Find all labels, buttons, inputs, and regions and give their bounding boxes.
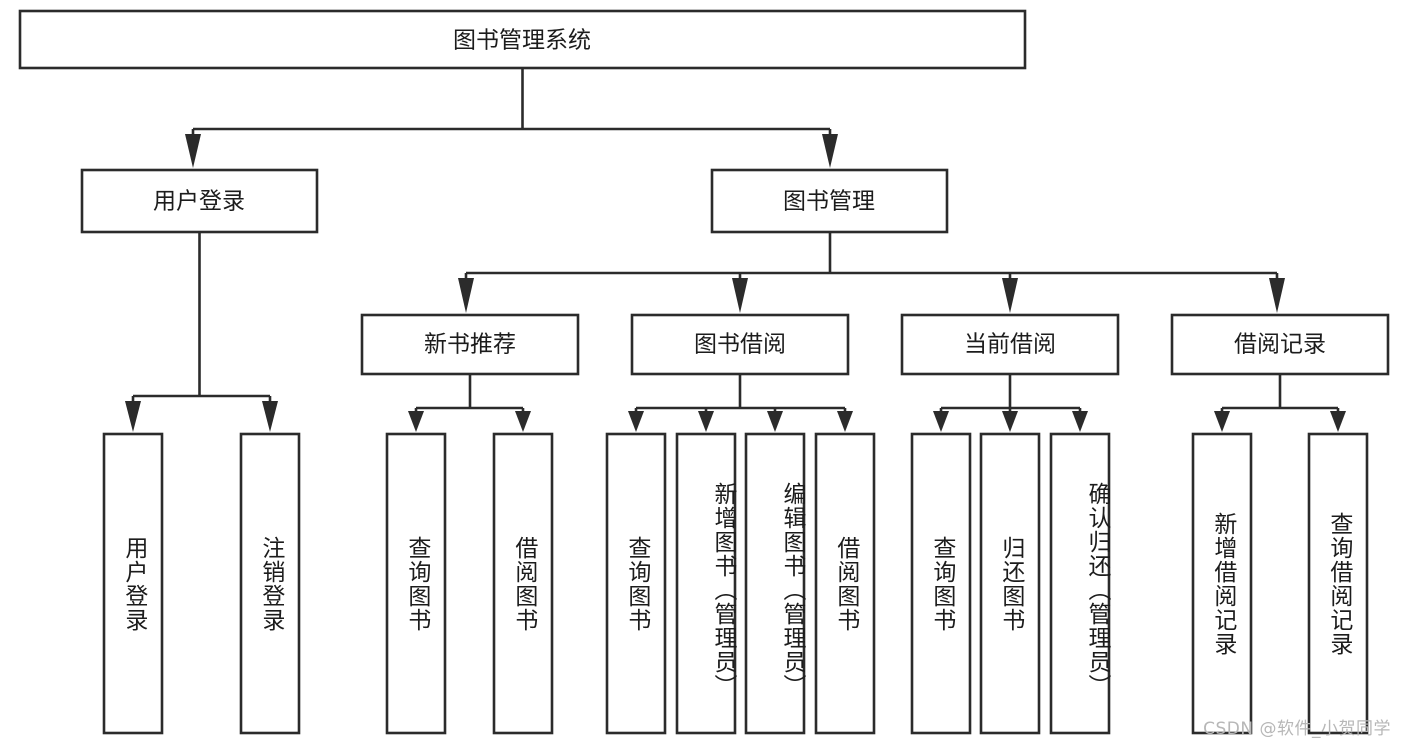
arrow-head-user-login [185, 134, 201, 168]
arrow-head-borrow-record [1269, 278, 1285, 313]
arrow-head-leaf-query-book-1 [408, 411, 424, 432]
arrow-head-leaf-confirm-return [1072, 411, 1088, 432]
leaf-box-query-record[interactable] [1307, 432, 1369, 735]
connectors-borrowrecord-to-leaves [1214, 374, 1346, 432]
leaf-box-query-book-2[interactable] [605, 432, 667, 735]
arrow-head-leaf-query-record [1330, 411, 1346, 432]
arrow-head-leaf-borrow-book-2 [837, 411, 853, 432]
leaf-box-borrow-book-2[interactable] [814, 432, 876, 735]
node-user-login[interactable]: 用户登录 [80, 168, 319, 234]
arrow-head-leaf-user-login [125, 401, 141, 432]
leaf-box-borrow-book-1[interactable] [492, 432, 554, 735]
leaf-box-logout-login[interactable] [239, 432, 301, 735]
connectors-newbook-to-leaves [408, 374, 531, 432]
leaf-box-query-book-3[interactable] [910, 432, 972, 735]
node-borrow-record[interactable]: 借阅记录 [1170, 313, 1390, 376]
node-current-borrow-label: 当前借阅 [964, 332, 1056, 358]
leaf-box-query-book-1[interactable] [385, 432, 447, 735]
arrow-head-leaf-logout-login [262, 401, 278, 432]
leaf-box-add-record[interactable] [1191, 432, 1253, 735]
node-book-management-box[interactable] [710, 168, 949, 234]
node-user-login-box[interactable] [80, 168, 319, 234]
arrow-head-book-management [822, 134, 838, 168]
node-current-borrow[interactable]: 当前借阅 [900, 313, 1120, 376]
node-borrow-record-box[interactable] [1170, 313, 1390, 376]
csdn-watermark: CSDN @软件_小贺同学 [1203, 719, 1391, 739]
node-root[interactable]: 图书管理系统 [18, 9, 1027, 70]
arrow-head-current-borrow [1002, 278, 1018, 313]
leaf-box-user-login[interactable] [102, 432, 164, 735]
leaf-boxes [102, 432, 1369, 735]
leaf-box-confirm-return[interactable] [1049, 432, 1111, 735]
node-new-book-recommend-box[interactable] [360, 313, 580, 376]
node-book-borrow[interactable]: 图书借阅 [630, 313, 850, 376]
arrow-head-leaf-borrow-book-1 [515, 411, 531, 432]
leaf-box-edit-book[interactable] [744, 432, 806, 735]
node-book-management[interactable]: 图书管理 [710, 168, 949, 234]
arrow-head-leaf-query-book-3 [933, 411, 949, 432]
node-book-borrow-box[interactable] [630, 313, 850, 376]
leaf-box-return-book[interactable] [979, 432, 1041, 735]
arrow-head-leaf-add-book [698, 411, 714, 432]
node-new-book-recommend-label: 新书推荐 [424, 332, 516, 358]
arrow-head-leaf-add-record [1214, 411, 1230, 432]
arrow-head-leaf-edit-book [767, 411, 783, 432]
connectors-bookmgmt-to-level3 [458, 232, 1285, 313]
arrow-head-new-book-recommend [458, 278, 474, 313]
arrow-head-book-borrow [732, 278, 748, 313]
node-root-box[interactable] [18, 9, 1027, 70]
arrow-head-leaf-query-book-2 [628, 411, 644, 432]
node-book-borrow-label: 图书借阅 [694, 332, 786, 358]
connectors-currentborrow-to-leaves [933, 374, 1088, 432]
node-current-borrow-box[interactable] [900, 313, 1120, 376]
leaf-box-add-book[interactable] [675, 432, 737, 735]
node-new-book-recommend[interactable]: 新书推荐 [360, 313, 580, 376]
node-user-login-label: 用户登录 [153, 189, 245, 215]
node-root-label: 图书管理系统 [453, 28, 591, 54]
arrow-head-leaf-return-book [1002, 411, 1018, 432]
node-book-management-label: 图书管理 [783, 189, 875, 215]
connectors-root-to-level2 [185, 68, 838, 168]
connectors-userlogin-to-leaves [125, 232, 278, 432]
connectors-bookborrow-to-leaves [628, 374, 853, 432]
node-borrow-record-label: 借阅记录 [1234, 332, 1326, 358]
